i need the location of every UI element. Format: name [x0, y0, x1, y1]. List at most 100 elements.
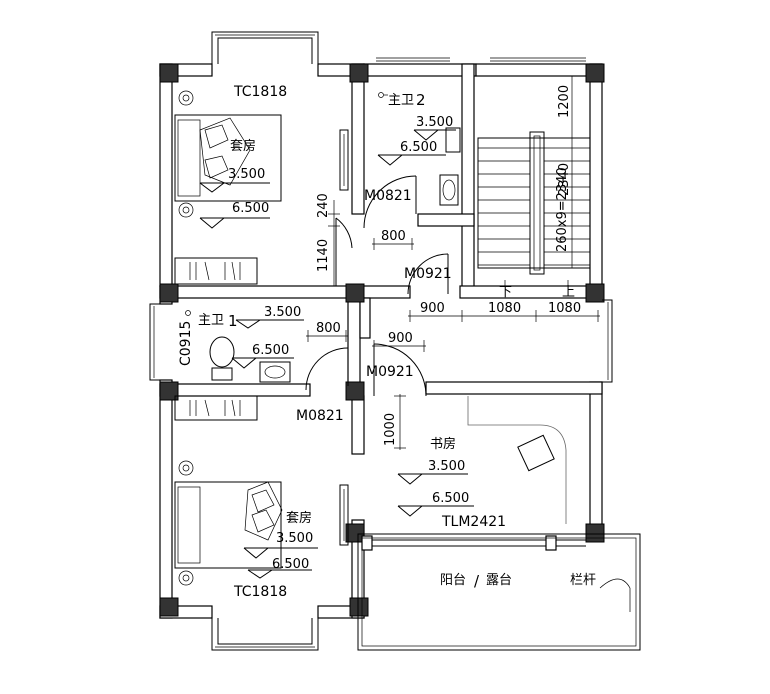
level-bath2-2: 6.500 — [400, 140, 437, 155]
level-bath1-2: 6.500 — [252, 343, 289, 358]
dim-stair-run: 260x9=2340 — [555, 167, 570, 252]
window-label-c0915: C0915 — [178, 321, 194, 366]
room-num-bath2: 2 — [416, 91, 426, 109]
door-label-m0821-bottom: M0821 — [296, 408, 344, 424]
walls — [159, 63, 603, 619]
wall-int-v4 — [351, 395, 365, 455]
dim-900-b: 900 — [388, 331, 413, 346]
column — [345, 283, 365, 303]
dim-1000: 1000 — [383, 413, 398, 446]
column — [585, 523, 605, 543]
room-num-bath1: 1 — [228, 312, 238, 330]
window-label-bottom: TC1818 — [233, 584, 287, 600]
column — [345, 523, 365, 543]
toilet-icon — [209, 336, 235, 368]
railing-label: 栏杆 — [570, 573, 596, 588]
bath2-fixtures — [363, 92, 461, 229]
balcony-outline — [357, 533, 641, 651]
room-name-bath1: 主卫 — [198, 313, 224, 328]
column — [159, 381, 179, 401]
dim-2340: 2340 — [557, 163, 572, 196]
sink-icon — [259, 361, 291, 383]
labels: TC1818 套房 3.500 6.500 主卫 2 3.500 6.500 M… — [178, 84, 596, 600]
column — [159, 283, 179, 303]
level-study-1: 3.500 — [428, 459, 465, 474]
room-name-terrace: 露台 — [486, 573, 512, 588]
wall-top-stair — [475, 63, 603, 77]
room-name-bath2: 主卫 — [388, 93, 414, 108]
suite-top-furniture — [174, 90, 349, 285]
tv-cabinet — [339, 129, 349, 191]
column — [585, 63, 605, 83]
level-suite-bottom-1: 3.500 — [276, 531, 313, 546]
dim-1140: 1140 — [316, 239, 331, 272]
room-name-suite-top: 套房 — [230, 138, 256, 154]
wall-int-v1 — [351, 63, 365, 215]
bath1-fixtures — [185, 310, 349, 391]
wall-top-bath — [363, 63, 477, 77]
window-label-top: TC1818 — [233, 84, 287, 100]
room-name-study: 书房 — [430, 436, 456, 452]
column — [159, 63, 179, 83]
dim-800-bottom: 800 — [316, 321, 341, 336]
dim-1080-b: 1080 — [548, 301, 581, 316]
door-label-m0821-top: M0821 — [364, 188, 412, 204]
wall-int-v2 — [461, 63, 475, 295]
wall-int-h1 — [417, 213, 475, 227]
column — [349, 63, 369, 83]
level-bath2-1: 3.500 — [416, 115, 453, 130]
level-suite-top-1: 3.500 — [228, 167, 265, 182]
dim-1080-a: 1080 — [488, 301, 521, 316]
dim-900-a: 900 — [420, 301, 445, 316]
door-label-m0921-top: M0921 — [404, 266, 452, 282]
drain-icon — [185, 310, 191, 316]
toilet-icon — [445, 127, 461, 153]
chair-icon — [517, 434, 555, 472]
railing-leader — [599, 578, 631, 589]
level-study-2: 6.500 — [432, 491, 469, 506]
door-label-m0921-bottom: M0921 — [366, 364, 414, 380]
suite-bottom-furniture — [174, 395, 349, 586]
dim-800-top: 800 — [381, 229, 406, 244]
lamp-icon — [178, 570, 194, 586]
room-name-suite-bottom: 套房 — [286, 510, 312, 526]
wall-int-h5 — [425, 381, 603, 395]
column — [345, 381, 365, 401]
level-markers — [199, 129, 474, 579]
tv-cabinet — [339, 484, 349, 546]
lamp-icon — [178, 90, 194, 106]
dimension-lines — [306, 76, 600, 450]
door-label-tlm2421: TLM2421 — [441, 514, 506, 530]
wall-left-top — [159, 63, 173, 287]
level-suite-bottom-2: 6.500 — [272, 557, 309, 572]
lamp-icon — [178, 202, 194, 218]
wardrobe-top — [174, 257, 258, 285]
wall-left-bottom — [159, 379, 173, 619]
balcony — [357, 533, 641, 651]
stair-down-label: 下 — [499, 285, 512, 300]
staircase — [477, 131, 591, 286]
wall-right-bottom — [589, 381, 603, 531]
dim-240: 240 — [316, 193, 331, 218]
corridor-doors — [335, 217, 449, 397]
dim-1200: 1200 — [557, 85, 572, 118]
lamp-icon — [178, 460, 194, 476]
wall-int-v6 — [359, 297, 371, 339]
bay-windows — [149, 31, 613, 651]
wall-int-h4 — [159, 383, 311, 397]
columns — [159, 63, 605, 617]
stair-up-label: 上 — [562, 285, 575, 300]
desk-outline — [467, 396, 567, 524]
column — [349, 597, 369, 617]
study-furniture — [361, 396, 586, 551]
bed-bottom — [174, 481, 282, 569]
bed-top — [174, 114, 282, 202]
level-bath1-1: 3.500 — [264, 305, 301, 320]
wall-right-top — [589, 63, 603, 301]
level-suite-top-2: 6.500 — [232, 201, 269, 216]
column — [585, 283, 605, 303]
column — [159, 597, 179, 617]
wall-int-h2 — [159, 285, 411, 299]
wall-int-v3 — [347, 297, 361, 387]
